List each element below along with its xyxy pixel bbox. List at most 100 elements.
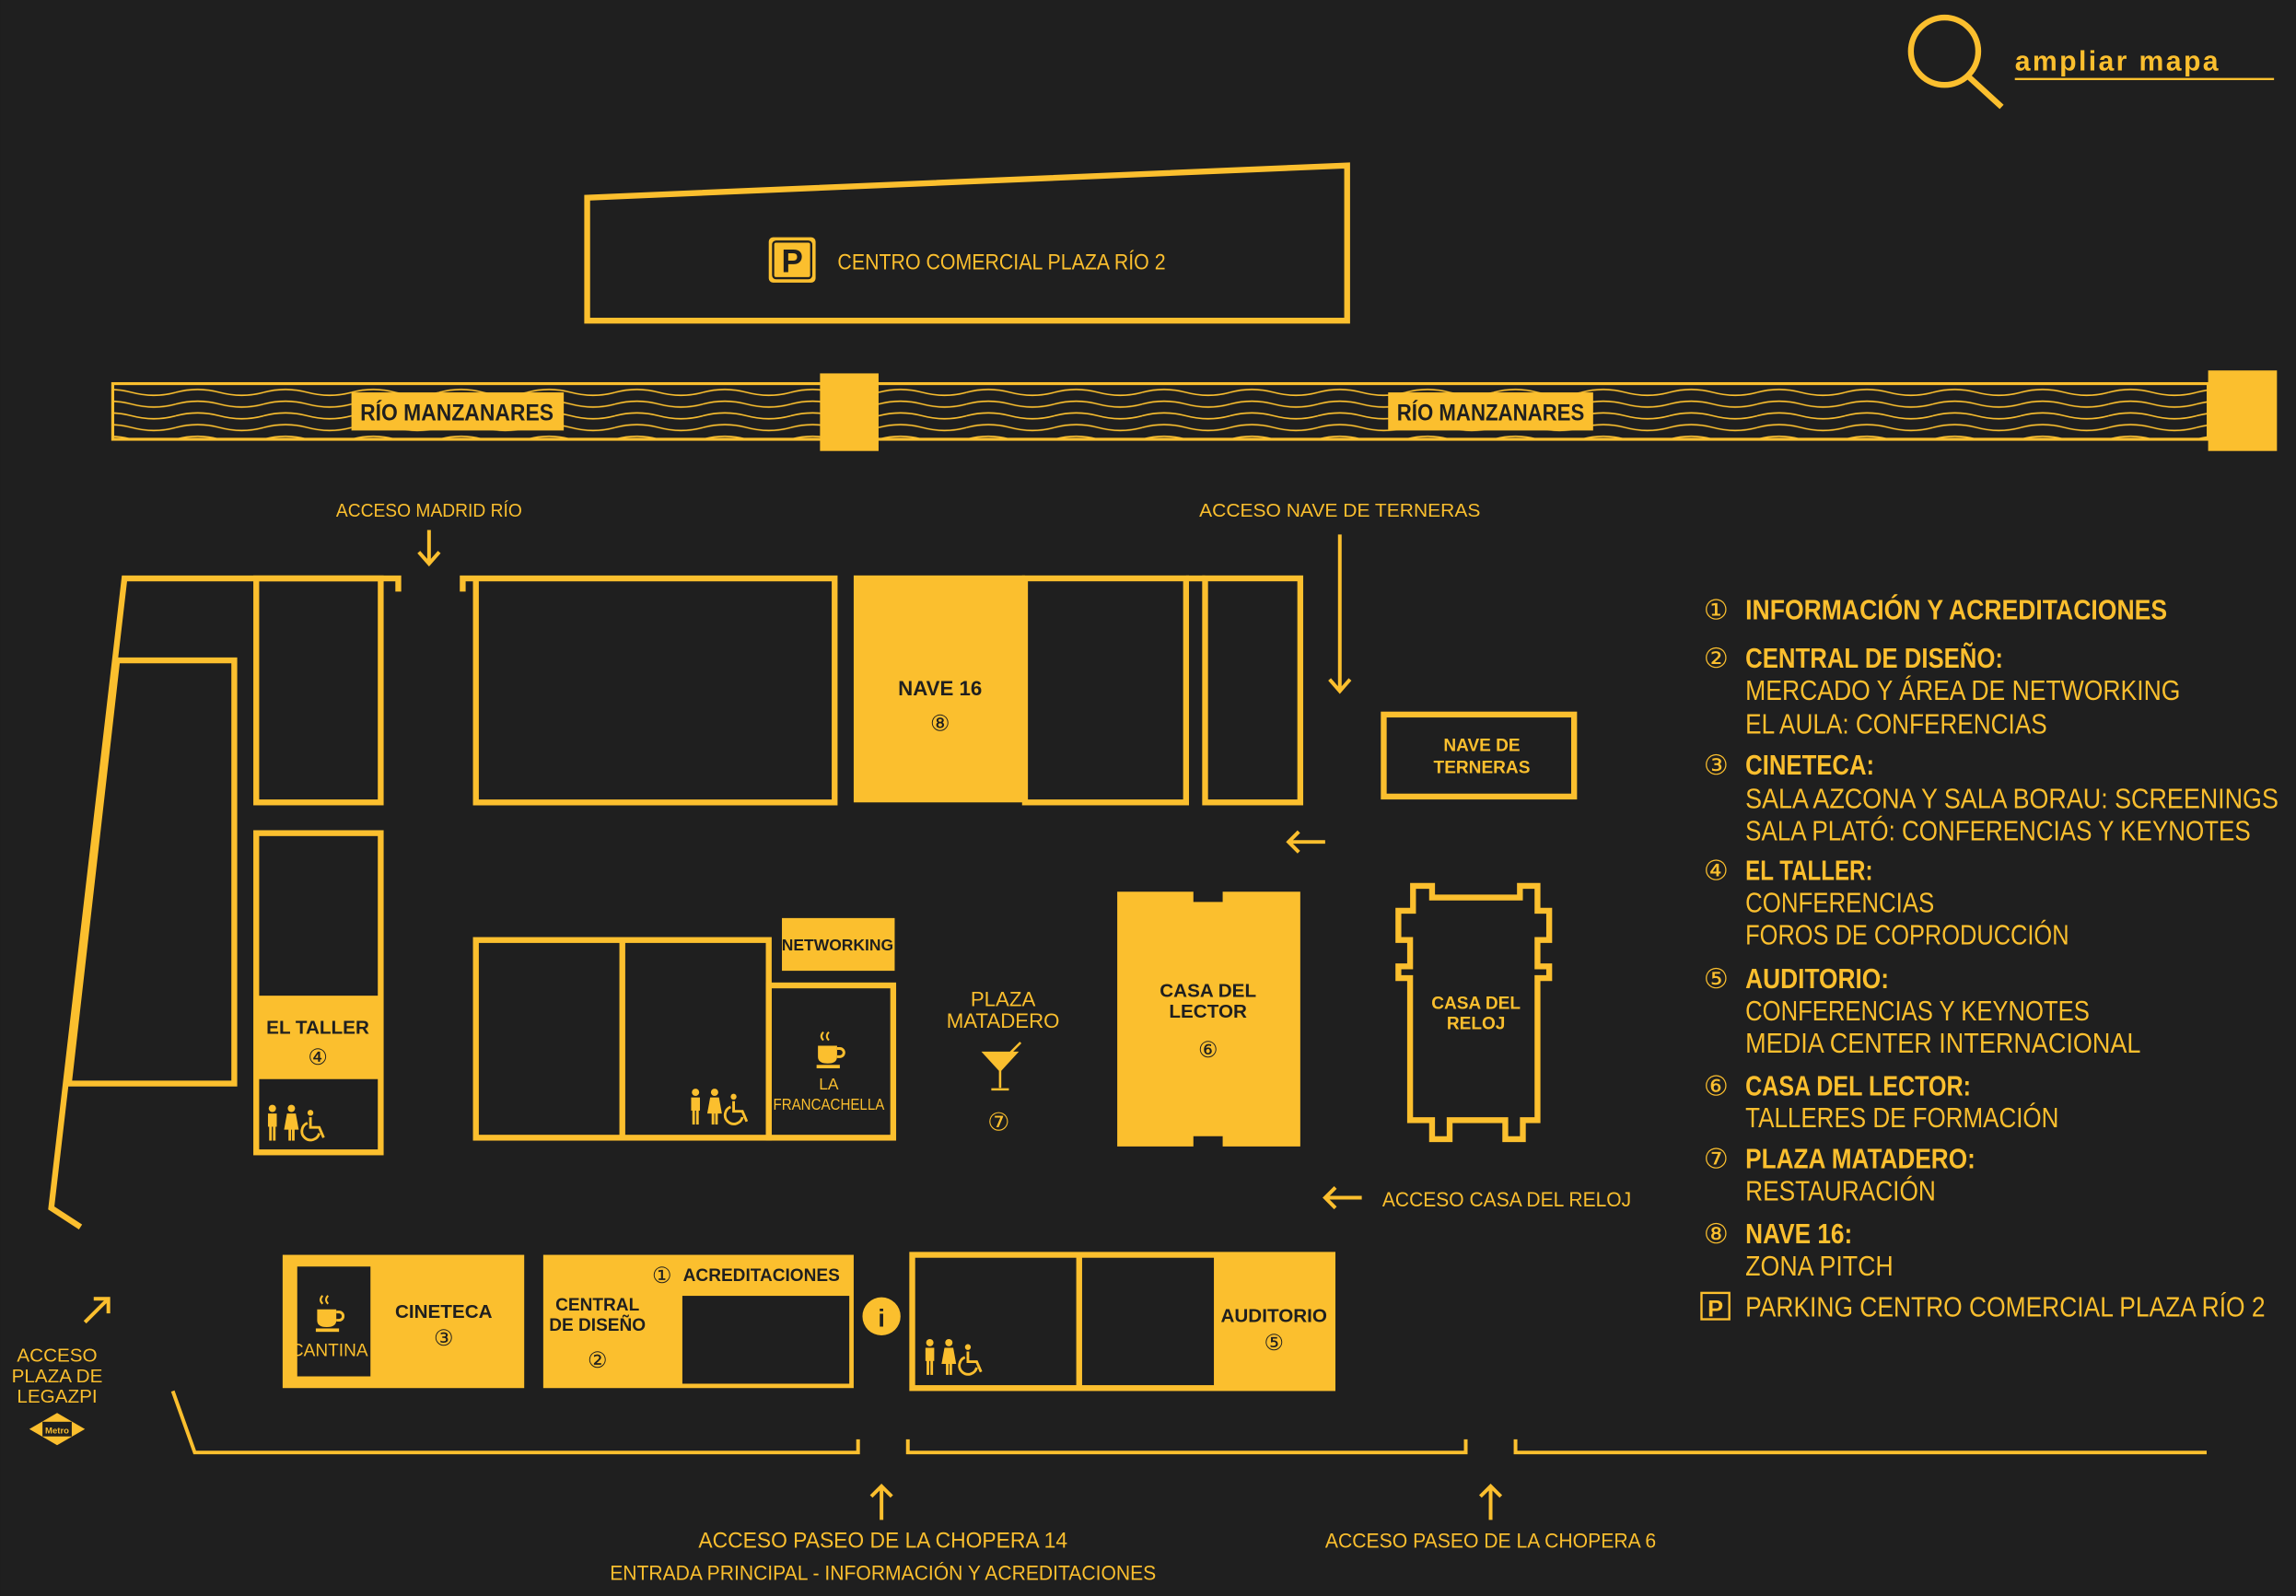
info-icon-letter: i xyxy=(878,1304,885,1332)
river-label: RÍO MANZANARES xyxy=(360,399,554,425)
perimeter-wall xyxy=(170,1390,2208,1455)
legend-title: CENTRAL DE DISEÑO: xyxy=(1745,643,2003,674)
auditorio-label: AUDITORIO xyxy=(1220,1306,1327,1327)
auditorio-number: ⑤ xyxy=(1265,1331,1284,1356)
networking-area[interactable]: NETWORKING xyxy=(782,917,895,972)
cineteca-label: CINETECA xyxy=(395,1301,493,1322)
legend-title: EL TALLER: xyxy=(1745,856,1872,887)
legend-item: ④ EL TALLER: CONFERENCIAS FOROS DE COPRO… xyxy=(1704,856,2069,951)
west-buildings xyxy=(48,575,402,1230)
legend: ① INFORMACIÓN Y ACREDITACIONES ② CENTRAL… xyxy=(1700,595,2279,1322)
legend-line: PARKING CENTRO COMERCIAL PLAZA RÍO 2 xyxy=(1745,1292,2265,1322)
nave-16-label: NAVE 16 xyxy=(898,677,982,700)
central-de-diseno[interactable]: ① ACREDITACIONES CENTRAL DE DISEÑO ② xyxy=(542,1254,854,1389)
cineteca[interactable]: CANTINA CINETECA ③ xyxy=(282,1254,525,1389)
legend-item: ③ CINETECA: SALA AZCONA Y SALA BORAU: SC… xyxy=(1704,751,2279,847)
access-chopera-14-label: ACCESO PASEO DE LA CHOPERA 14 xyxy=(698,1529,1067,1554)
plaza-matadero[interactable]: PLAZA MATADERO ⑦ xyxy=(947,987,1060,1136)
arrow-up-icon xyxy=(1479,1483,1503,1520)
casa-del-reloj[interactable]: CASA DEL RELOJ xyxy=(1395,882,1553,1143)
access-madrid-rio-label: ACCESO MADRID RÍO xyxy=(336,500,522,521)
metro-logo-text: Metro xyxy=(45,1427,69,1437)
casa-del-lector[interactable]: CASA DEL LECTOR ⑥ xyxy=(1117,891,1300,1147)
arrow-down-icon xyxy=(1328,534,1352,694)
parking-label: CENTRO COMERCIAL PLAZA RÍO 2 xyxy=(837,250,1165,275)
main-entrance-label: ENTRADA PRINCIPAL - INFORMACIÓN Y ACREDI… xyxy=(610,1562,1156,1585)
legend-title: PLAZA MATADERO: xyxy=(1745,1145,1975,1175)
info-icon xyxy=(862,1297,901,1335)
el-taller-label: EL TALLER xyxy=(266,1017,369,1038)
legend-number: ⑥ xyxy=(1704,1071,1729,1101)
networking-label: NETWORKING xyxy=(782,936,893,954)
river-manzanares: RÍO MANZANARES RÍO MANZANARES xyxy=(111,370,2278,451)
legend-number: ① xyxy=(1704,596,1729,626)
casa-reloj-label: RELOJ xyxy=(1447,1015,1506,1034)
auditorio[interactable]: AUDITORIO ⑤ xyxy=(909,1252,1336,1392)
legend-item: ⑧ NAVE 16: ZONA PITCH xyxy=(1704,1219,1894,1282)
plaza-matadero-label: PLAZA xyxy=(971,987,1036,1010)
legend-title: INFORMACIÓN Y ACREDITACIONES xyxy=(1745,595,2167,626)
legazpi-label: PLAZA DE xyxy=(12,1366,103,1387)
parking-icon-letter: P xyxy=(781,244,802,280)
arrow-left-icon xyxy=(1286,830,1325,854)
arrow-left-icon xyxy=(1323,1186,1362,1210)
acreditaciones-number: ① xyxy=(652,1264,671,1288)
access-legazpi: ACCESO PLAZA DE LEGAZPI Metro xyxy=(12,1297,111,1446)
plaza-matadero-label: MATADERO xyxy=(947,1009,1060,1032)
la-francachella[interactable]: LA FRANCACHELLA xyxy=(773,1031,885,1113)
casa-reloj-label: CASA DEL xyxy=(1431,994,1521,1013)
cantina-label: CANTINA xyxy=(291,1341,368,1360)
zoom-map-link[interactable]: ampliar mapa xyxy=(1907,14,2275,110)
central-diseno-label: CENTRAL xyxy=(555,1296,639,1315)
legend-line: CONFERENCIAS xyxy=(1745,889,1934,919)
francachella-label: FRANCACHELLA xyxy=(773,1095,884,1113)
legend-line: FOROS DE COPRODUCCIÓN xyxy=(1745,920,2069,950)
legend-line: CONFERENCIAS Y KEYNOTES xyxy=(1745,996,2090,1027)
access-nave-terneras-label: ACCESO NAVE DE TERNERAS xyxy=(1199,500,1480,521)
el-taller-number: ④ xyxy=(308,1045,327,1070)
legend-number: ② xyxy=(1704,644,1729,674)
legend-title: CASA DEL LECTOR: xyxy=(1745,1071,1971,1101)
central-diseno-label: DE DISEÑO xyxy=(549,1315,646,1335)
legend-title: NAVE 16: xyxy=(1745,1219,1852,1250)
parking-building: P CENTRO COMERCIAL PLAZA RÍO 2 xyxy=(584,162,1350,324)
legend-title: AUDITORIO: xyxy=(1745,964,1889,995)
casa-lector-label: CASA DEL xyxy=(1160,981,1256,1002)
legend-item: ① INFORMACIÓN Y ACREDITACIONES xyxy=(1704,595,2167,626)
legend-number: ⑤ xyxy=(1704,964,1729,995)
nave-de-terneras[interactable]: NAVE DE TERNERAS xyxy=(1381,711,1578,800)
parking-icon xyxy=(768,237,816,283)
legend-item: ② CENTRAL DE DISEÑO: MERCADO Y ÁREA DE N… xyxy=(1704,643,2181,740)
casa-lector-number: ⑥ xyxy=(1198,1038,1218,1063)
legend-number: ③ xyxy=(1704,751,1729,781)
central-block xyxy=(472,937,897,1141)
cocktail-icon xyxy=(981,1042,1022,1091)
legend-item: ⑥ CASA DEL LECTOR: TALLERES DE FORMACIÓN xyxy=(1704,1071,2059,1134)
bridge xyxy=(2208,370,2278,451)
legend-item: ⑤ AUDITORIO: CONFERENCIAS Y KEYNOTES MED… xyxy=(1704,964,2141,1059)
central-diseno-number: ② xyxy=(588,1348,607,1373)
el-taller[interactable]: EL TALLER ④ xyxy=(253,830,384,1156)
bridge xyxy=(820,373,879,451)
arrow-down-icon xyxy=(417,530,441,567)
legend-number: ⑧ xyxy=(1704,1219,1729,1250)
arrow-up-icon xyxy=(869,1483,893,1520)
legend-line: SALA AZCONA Y SALA BORAU: SCREENINGS xyxy=(1745,785,2279,815)
legend-item: ⑦ PLAZA MATADERO: RESTAURACIÓN xyxy=(1704,1145,1975,1207)
legend-line: MEDIA CENTER INTERNACIONAL xyxy=(1745,1029,2140,1059)
nave-16[interactable]: NAVE 16 ⑧ xyxy=(853,575,1025,803)
legend-line: TALLERES DE FORMACIÓN xyxy=(1745,1103,2058,1134)
zoom-map-label: ampliar mapa xyxy=(2015,46,2220,76)
legend-number: ④ xyxy=(1704,856,1729,887)
nave-16-number: ⑧ xyxy=(930,711,950,736)
nave-terneras-label: NAVE DE xyxy=(1443,737,1520,756)
legend-item: P PARKING CENTRO COMERCIAL PLAZA RÍO 2 xyxy=(1700,1291,2266,1322)
info-point[interactable]: i xyxy=(862,1297,901,1335)
access-chopera-6-label: ACCESO PASEO DE LA CHOPERA 6 xyxy=(1325,1530,1656,1553)
legend-title: CINETECA: xyxy=(1745,751,1874,781)
arrow-up-right-icon xyxy=(83,1297,111,1324)
magnifier-icon xyxy=(1907,14,2004,110)
francachella-label: LA xyxy=(819,1075,839,1093)
legend-line: SALA PLATÓ: CONFERENCIAS Y KEYNOTES xyxy=(1745,817,2251,847)
